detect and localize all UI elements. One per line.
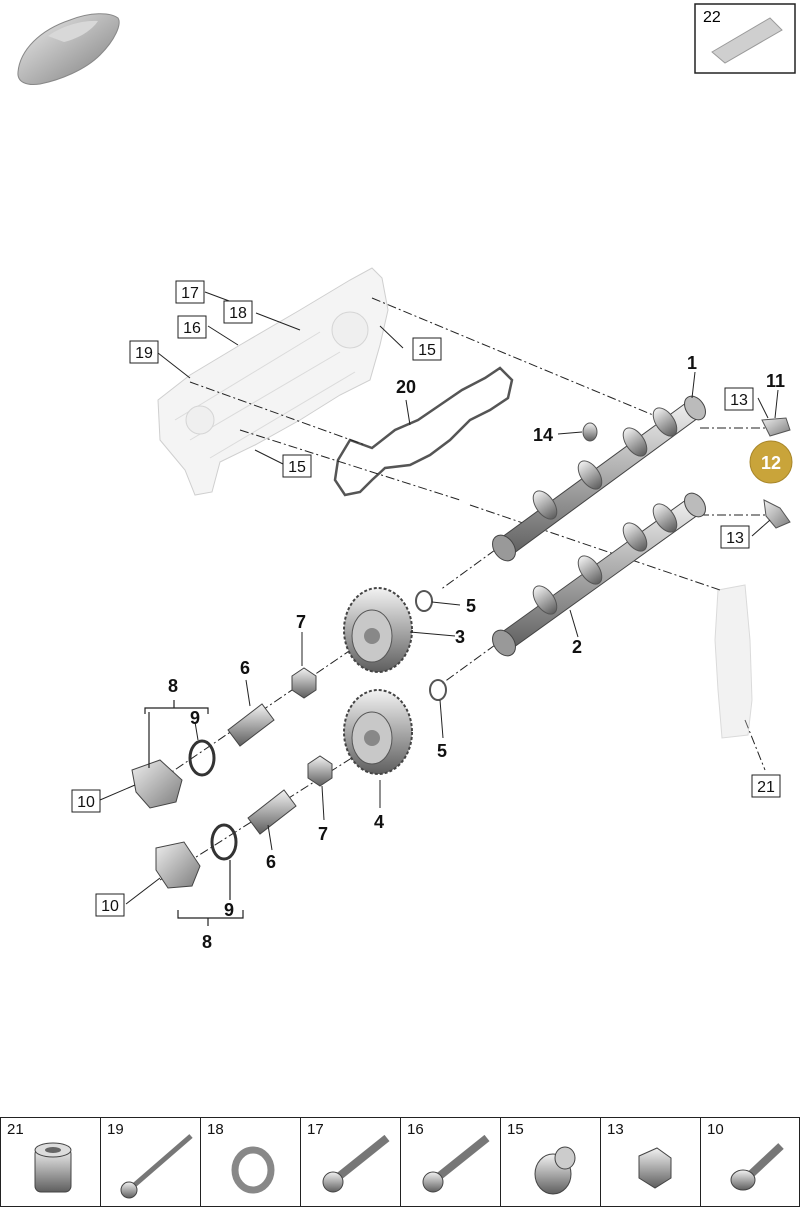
ring-9-upper[interactable] (188, 739, 216, 777)
callout-21: 21 (757, 779, 775, 796)
callout-2: 2 (572, 637, 582, 657)
camshaft-adjuster-3[interactable] (343, 587, 413, 673)
parts-cell-number: 15 (507, 1121, 524, 1138)
gasket (333, 366, 514, 497)
callout-4: 4 (374, 812, 384, 832)
callout-22: 22 (703, 9, 721, 26)
callout-3: 3 (455, 627, 465, 647)
long-bolt-icon (120, 1134, 193, 1199)
solenoid-6-lower[interactable] (247, 789, 297, 835)
sealing-ring-icon (231, 1146, 275, 1194)
sleeve-nut-icon (34, 1142, 72, 1193)
parts-cell-21[interactable]: 21 (0, 1117, 101, 1207)
group-8-brackets (144, 700, 244, 926)
parts-cell-number: 19 (107, 1121, 124, 1138)
parts-cell-13[interactable]: 13 (600, 1117, 701, 1207)
part-13-lower[interactable] (763, 499, 791, 529)
part-22-box[interactable]: 22 (694, 3, 796, 74)
exhaust-camshaft[interactable] (488, 489, 710, 660)
callout-8a: 8 (168, 676, 178, 696)
callout-leaders (99, 291, 779, 905)
parts-cell-number: 16 (407, 1121, 424, 1138)
cap-nut-icon (638, 1147, 672, 1189)
camshaft-adjuster-4[interactable] (343, 689, 413, 775)
callout-16: 16 (183, 320, 201, 337)
nut-7-lower[interactable] (307, 755, 333, 787)
parts-cell-number: 10 (707, 1121, 724, 1138)
callout-11: 11 (766, 371, 785, 391)
parts-cell-10[interactable]: 10 (700, 1117, 800, 1207)
callout-18: 18 (229, 305, 247, 322)
nut-7-upper[interactable] (291, 667, 317, 699)
callout-6a: 6 (240, 658, 250, 678)
plug-icon (534, 1146, 576, 1195)
callout-15b: 15 (288, 459, 306, 476)
hex-bolt-icon (730, 1143, 784, 1191)
parts-cell-19[interactable]: 19 (100, 1117, 201, 1207)
o-ring-5-upper[interactable] (415, 590, 433, 612)
ring-9-lower[interactable] (210, 823, 238, 861)
callout-20: 20 (396, 377, 416, 397)
parts-cell-18[interactable]: 18 (200, 1117, 301, 1207)
parts-cell-16[interactable]: 16 (400, 1117, 501, 1207)
sealant-tube-icon (711, 17, 783, 64)
part-14-plug[interactable] (582, 422, 598, 442)
callout-7b: 7 (318, 824, 328, 844)
callout-5b: 5 (437, 741, 447, 761)
callout-19: 19 (135, 345, 153, 362)
callout-1: 1 (687, 353, 697, 373)
parts-cell-17[interactable]: 17 (300, 1117, 401, 1207)
callout-6b: 6 (266, 852, 276, 872)
callout-10a: 10 (77, 794, 95, 811)
bracket-10-upper[interactable] (131, 759, 183, 809)
callout-9a: 9 (190, 708, 200, 728)
callout-13b: 13 (726, 530, 744, 547)
guide-rail (714, 584, 753, 739)
callout-9b: 9 (224, 900, 234, 920)
parts-cell-number: 18 (207, 1121, 224, 1138)
callout-17: 17 (181, 285, 199, 302)
callout-15a: 15 (418, 342, 436, 359)
callout-12: 12 (761, 453, 781, 473)
intake-camshaft[interactable] (488, 392, 710, 565)
leader-lines (159, 297, 770, 881)
callout-12-highlight[interactable]: 12 (749, 440, 793, 484)
callout-13a: 13 (730, 392, 748, 409)
flange-bolt-icon (322, 1134, 390, 1193)
callout-5a: 5 (466, 596, 476, 616)
bracket-10-lower[interactable] (155, 841, 201, 889)
parts-cell-15[interactable]: 15 (500, 1117, 601, 1207)
callout-14: 14 (533, 425, 553, 445)
callout-10b: 10 (101, 898, 119, 915)
flange-bolt-icon (422, 1134, 490, 1193)
callout-8b: 8 (202, 932, 212, 952)
car-silhouette-icon (17, 13, 120, 85)
parts-cell-number: 21 (7, 1121, 24, 1138)
camshaft-housing (157, 267, 389, 496)
parts-cell-number: 17 (307, 1121, 324, 1138)
o-ring-5-lower[interactable] (429, 679, 447, 701)
parts-cell-number: 13 (607, 1121, 624, 1138)
part-11-sensor[interactable] (761, 417, 791, 437)
parts-strip: 21 19 18 17 16 15 (0, 1117, 800, 1209)
callout-7a: 7 (296, 612, 306, 632)
solenoid-6-upper[interactable] (227, 703, 275, 747)
